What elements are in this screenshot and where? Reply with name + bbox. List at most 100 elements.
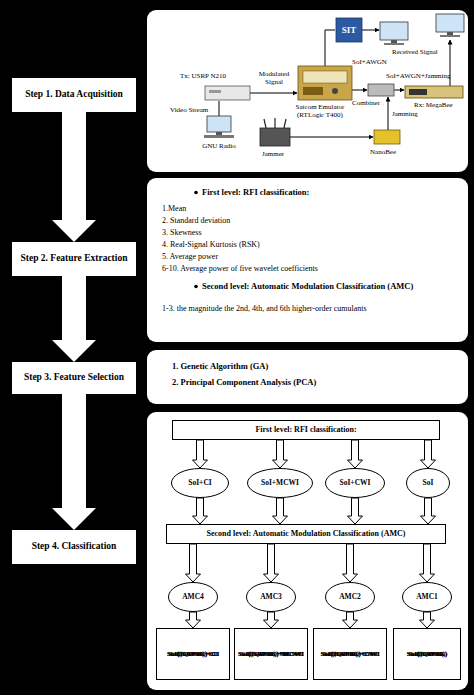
panel-text: 4. Real-Signal Kurtosis (RSK): [162, 240, 260, 249]
class-ellipse: AMC1: [402, 582, 452, 612]
class-ellipse: SoI+MCWI: [247, 468, 313, 498]
computer-keyboard: [384, 43, 404, 45]
result-line: SoI(32APSK)+CWI: [320, 650, 379, 658]
ellipse-shape: [172, 469, 229, 498]
result-box: SoI(QPSK)+MCWISoI(8APSK)+MCWISoI(16APSK)…: [234, 628, 308, 680]
computer-monitor: [436, 14, 464, 32]
ellipse-shape: [247, 583, 296, 612]
panel-text: 3. Skewness: [162, 228, 202, 237]
flow-arrow: [193, 498, 208, 524]
ellipse-shape: [169, 583, 218, 612]
panel-text: Received Signal: [392, 48, 438, 56]
step-arrow: [52, 394, 96, 530]
computer-stand: [447, 32, 453, 35]
class-ellipse: AMC4: [168, 582, 218, 612]
panel-text: SoI+AWGN+Jamming: [386, 72, 451, 80]
panel-text: 1.Mean: [162, 204, 186, 213]
panel-background: [147, 412, 468, 690]
panel-text: SoI+AWGN: [352, 58, 387, 66]
class-ellipse: SoI+CWI: [325, 468, 385, 498]
result-line: SoI(32APSK): [407, 650, 447, 658]
ellipse-label: SoI+MCWI: [261, 479, 299, 488]
signal-wire: [352, 90, 367, 91]
panel-background: [147, 350, 468, 404]
nanobee-device: [374, 130, 400, 144]
panel-text: Second level: Automatic Modulation Class…: [202, 282, 464, 292]
ellipse-label: SoI+CWI: [340, 479, 371, 488]
computer-monitor: [207, 116, 231, 132]
computer-stand: [216, 132, 222, 135]
computer-stand: [391, 40, 397, 43]
flow-arrow: [348, 440, 363, 468]
panel-text: Rx: MegaBee: [414, 101, 453, 109]
step-label: Step 3. Feature Selection: [24, 372, 124, 383]
megabee-device: [405, 86, 463, 98]
panel-text: GNU Radio: [194, 142, 244, 150]
panel-text: Tx: USRP N210: [180, 72, 226, 80]
process-box: First level: RFI classification:: [172, 420, 440, 440]
panel-background: [147, 10, 468, 172]
step-arrow: [52, 112, 96, 242]
result-box: SoI(QPSK)SoI(8APSK)SoI(16APSK)SoI(32APSK…: [393, 628, 461, 680]
panel-background: [147, 178, 468, 342]
signal-wire: [450, 40, 451, 88]
device-detail: [209, 90, 221, 93]
result-line: SoI(16APSK)+MCWI: [238, 650, 304, 658]
step-box: Step 4. Classification: [12, 530, 136, 564]
signal-wire: [394, 90, 404, 91]
flow-arrow: [264, 612, 279, 628]
panel-text: Combiner: [352, 99, 380, 107]
panel-text: 6-10. Average power of five wavelet coef…: [162, 264, 318, 273]
ellipse-label: AMC3: [260, 593, 282, 602]
class-ellipse: AMC3: [246, 582, 296, 612]
panel-text: NanoBee: [370, 148, 396, 156]
panel-text: 1. Genetic Algorithm (GA): [172, 362, 268, 372]
signal-wire: [250, 93, 297, 94]
computer-keyboard: [440, 35, 460, 37]
content-panel: Tx: USRP N210Modulated SignalVideo Strea…: [147, 10, 468, 172]
content-panel: First level: RFI classification: SoI+CI So…: [147, 412, 468, 690]
control-wire: [325, 30, 335, 66]
flow-arrow: [421, 440, 436, 468]
jammer-antenna: [264, 119, 266, 128]
ellipse-label: SoI+CI: [188, 479, 211, 488]
panel-text: Satcom Emulator (RTLogic T400): [290, 103, 350, 119]
result-line: SoI(32APSK)+CI: [167, 650, 219, 658]
computer-keyboard: [204, 135, 234, 138]
flow-arrow: [186, 544, 201, 582]
device-detail: [409, 89, 427, 95]
content-panel: 1. Genetic Algorithm (GA)2. Principal Co…: [147, 350, 468, 404]
flow-arrow: [343, 612, 358, 628]
device-detail: [303, 87, 323, 95]
content-panel: First level: RFI classification:1.Mean2.…: [147, 178, 468, 342]
ellipse-label: AMC4: [182, 593, 204, 602]
panel-text: Jamming: [392, 110, 418, 118]
class-ellipse: SoI: [406, 468, 450, 498]
jammer-device: [260, 128, 290, 146]
bullet-dot: [194, 285, 198, 289]
device-detail: [332, 88, 338, 94]
ellipse-shape: [326, 469, 385, 498]
result-box: SoI(QPSK)+CWISoI(8APSK)+CWISoI(16APSK)+C…: [313, 628, 387, 680]
jammer-antenna: [284, 119, 286, 128]
box-label: First level: RFI classification:: [255, 425, 356, 434]
ellipse-label: SoI: [423, 479, 434, 488]
usb-wire: [219, 101, 220, 116]
panel-text: Jammer: [262, 150, 284, 158]
class-ellipse: AMC2: [325, 582, 375, 612]
flow-arrow: [264, 544, 279, 582]
flow-arrow: [343, 544, 358, 582]
computer-monitor: [380, 22, 408, 40]
panel-text: 1-3. the magnitude the 2nd, 4th, and 6th…: [162, 304, 462, 313]
ellipse-shape: [407, 469, 450, 498]
ellipse-shape: [248, 469, 313, 498]
panel-text: 5. Average power: [162, 252, 218, 261]
ellipse-shape: [403, 583, 452, 612]
control-wire: [362, 30, 379, 31]
sit-logo: [336, 18, 362, 42]
flow-arrow: [273, 440, 288, 468]
box-label: Second level: Automatic Modulation Class…: [207, 529, 406, 538]
flow-arrow: [420, 612, 435, 628]
